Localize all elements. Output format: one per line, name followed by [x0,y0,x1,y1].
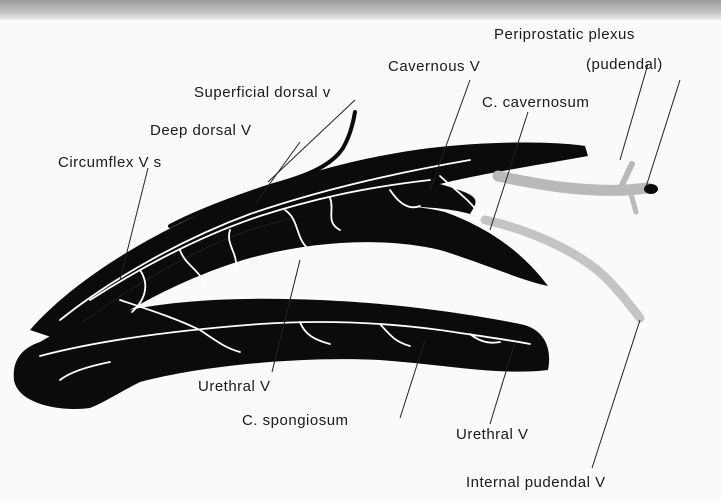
label-internal-pudendal-v: Internal pudendal V [466,474,606,491]
label-circumflex-vs: Circumflex V s [58,154,162,171]
label-cavernous-v: Cavernous V [388,58,480,75]
label-pudendal: (pudendal) [586,56,663,73]
label-superficial-dorsal-v: Superficial dorsal v [194,84,331,101]
label-urethral-v-upper: Urethral V [198,378,271,395]
label-c-cavernosum: C. cavernosum [482,94,589,111]
label-deep-dorsal-v: Deep dorsal V [150,122,252,139]
label-c-spongiosum: C. spongiosum [242,412,349,429]
label-periprostatic-plexus: Periprostatic plexus [494,26,635,43]
label-urethral-v-lower: Urethral V [456,426,529,443]
